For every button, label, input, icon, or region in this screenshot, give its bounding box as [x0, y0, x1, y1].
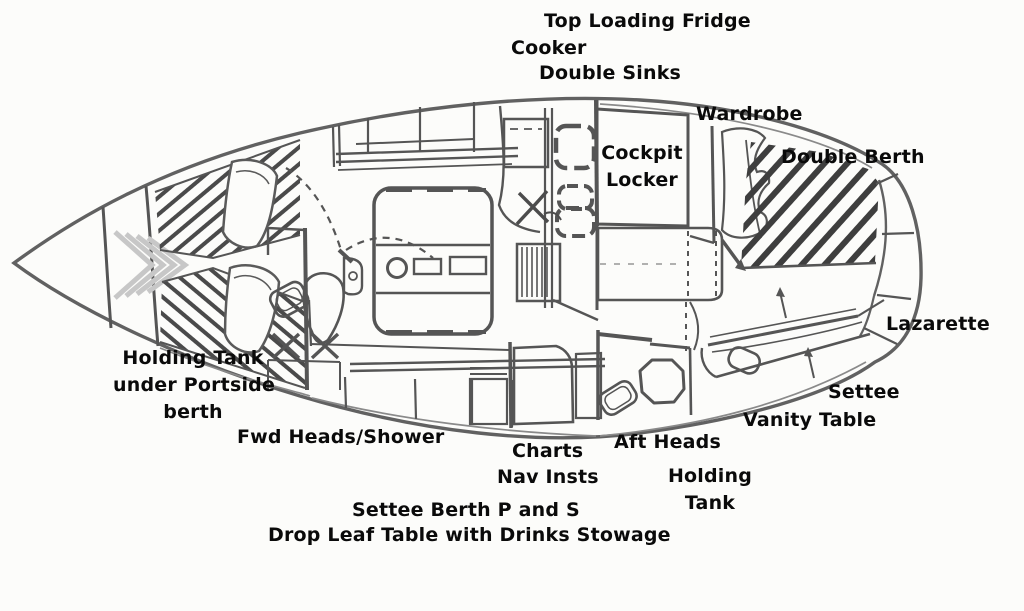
- port-lockers-top: [331, 102, 541, 234]
- aft-toilet: [638, 358, 686, 405]
- mast-cross-mark: [515, 189, 562, 226]
- fwd-sink: [268, 280, 310, 318]
- fwd-toilet: [302, 271, 345, 345]
- label-holding-tank-fwd-line2: under Portside: [113, 374, 276, 396]
- v-berth-pillows: [221, 158, 281, 354]
- settee-vanity-area: [700, 299, 885, 379]
- label-vanity-table: Vanity Table: [743, 409, 877, 431]
- access-arrows: [776, 287, 815, 379]
- vanity-stool: [727, 346, 762, 375]
- aft-heads-area: [596, 301, 700, 420]
- label-holding-tank-aft: Holding Tank: [655, 463, 765, 517]
- label-holding-tank-fwd-line1: Holding Tank: [122, 347, 264, 369]
- label-cockpit-locker: Cockpit Locker: [588, 140, 696, 194]
- label-cooker: Cooker: [511, 37, 587, 59]
- label-double-sinks: Double Sinks: [539, 62, 682, 84]
- label-holding-tank-fwd: Holding Tank under Portside berth: [113, 345, 276, 426]
- cockpit-locker-box: [594, 99, 690, 228]
- label-cockpit-locker-line2: Locker: [605, 169, 678, 191]
- fridge-box: [502, 117, 550, 169]
- label-lazarette: Lazarette: [886, 313, 990, 335]
- drinks-stowage-round: [386, 257, 408, 279]
- galley: [502, 100, 599, 322]
- walkthrough-passage: [596, 226, 724, 352]
- double-berth-hatch: [741, 142, 879, 268]
- label-nav-insts: Nav Insts: [497, 466, 599, 488]
- label-holding-tank-fwd-line3: berth: [163, 401, 223, 423]
- bow-bulkheads: [101, 185, 160, 347]
- drinks-stowage-rect-2: [448, 255, 488, 276]
- label-settee-berth: Settee Berth P and S: [352, 499, 580, 521]
- sink-2: [555, 206, 596, 238]
- label-drop-leaf-table: Drop Leaf Table with Drinks Stowage: [268, 524, 671, 546]
- label-cockpit-locker-line1: Cockpit: [601, 142, 683, 164]
- label-settee: Settee: [828, 381, 900, 403]
- label-double-berth: Double Berth: [781, 146, 925, 168]
- floor-cross-braces: [271, 332, 340, 360]
- fridge-lid: [553, 123, 597, 171]
- aft-sink: [598, 380, 638, 416]
- label-fwd-heads-shower: Fwd Heads/Shower: [237, 426, 445, 448]
- label-aft-heads: Aft Heads: [614, 431, 721, 453]
- label-holding-tank-aft-line1: Holding: [667, 465, 753, 487]
- label-top-loading-fridge: Top Loading Fridge: [544, 10, 751, 32]
- door-swing-arcs: [285, 167, 434, 259]
- label-charts: Charts: [512, 440, 584, 462]
- label-wardrobe: Wardrobe: [696, 103, 803, 125]
- v-berth: [154, 139, 306, 389]
- chart-table-area: [468, 341, 603, 429]
- label-holding-tank-aft-line2: Tank: [684, 492, 736, 514]
- drinks-stowage-rect-1: [412, 257, 443, 276]
- saloon-table: [372, 186, 494, 336]
- lazarette-area: [863, 172, 915, 345]
- cooker-box: [515, 242, 562, 303]
- fwd-heads-compartment: [266, 167, 434, 391]
- door-latch: [342, 256, 364, 296]
